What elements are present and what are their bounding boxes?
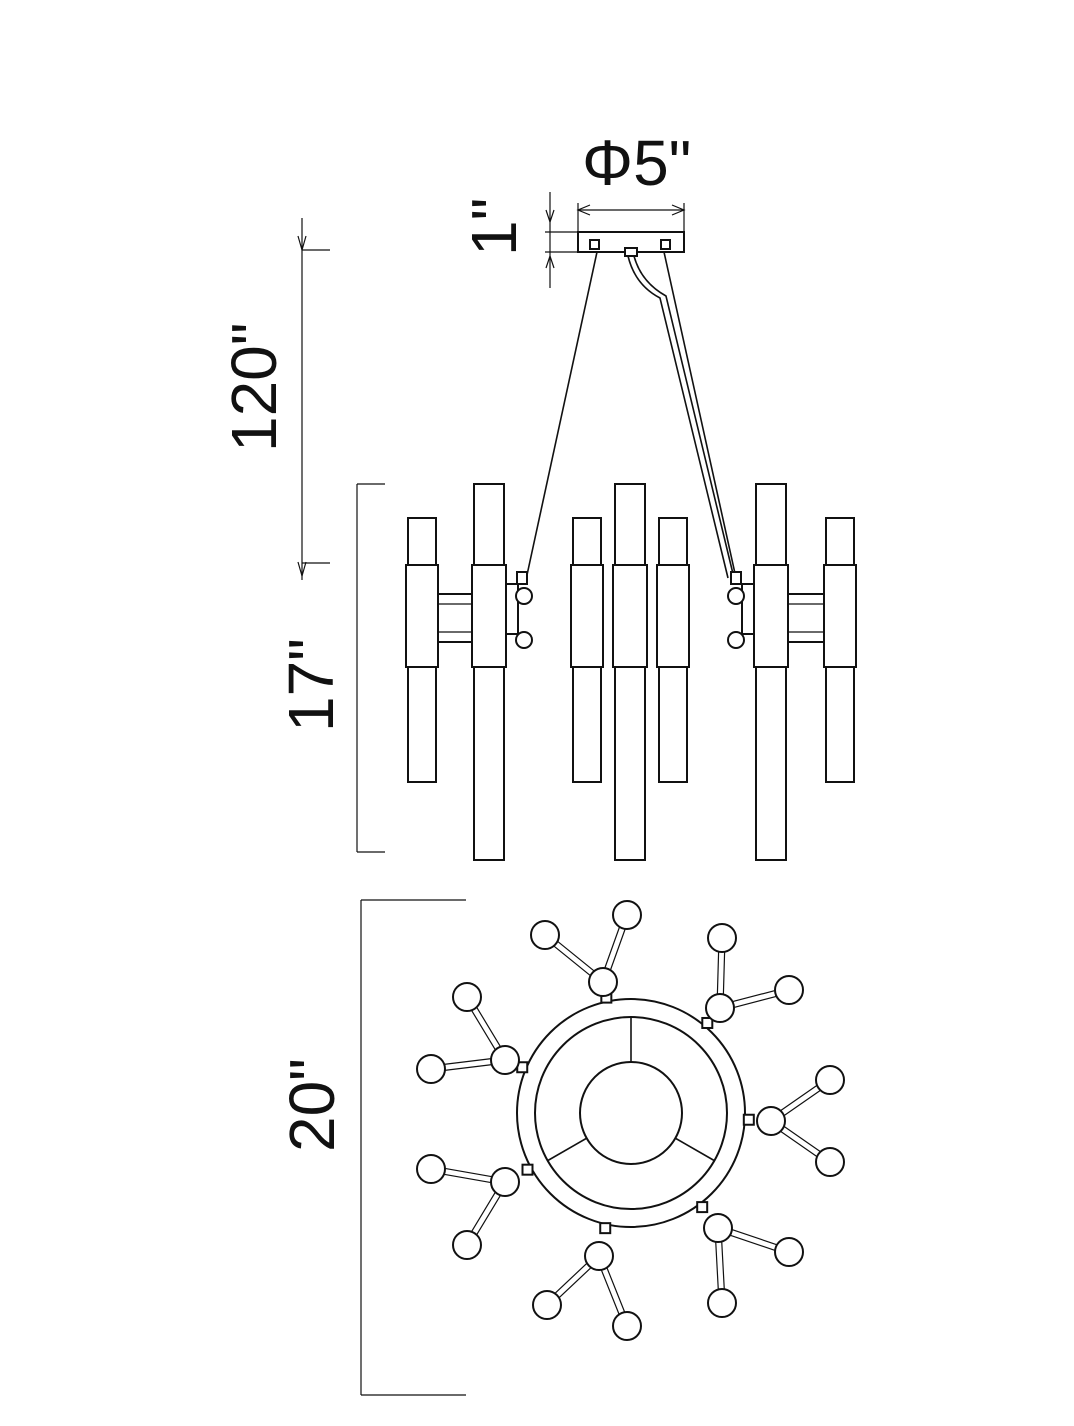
mount-left xyxy=(505,571,533,649)
bulb xyxy=(416,1154,446,1184)
bulb xyxy=(815,1065,845,1095)
bulb xyxy=(532,1290,562,1320)
side-view-rods xyxy=(405,483,857,861)
bulb xyxy=(530,920,560,950)
bulb xyxy=(707,1288,737,1318)
arm-clusters xyxy=(416,900,845,1341)
top-center-hub xyxy=(579,1061,683,1165)
bulb xyxy=(705,993,735,1023)
bulb xyxy=(612,900,642,930)
bulb xyxy=(588,967,618,997)
rod-center xyxy=(612,483,648,861)
rod-center-left xyxy=(570,517,604,783)
bulb xyxy=(452,982,482,1012)
cluster-mount xyxy=(599,1222,612,1235)
body-height-label: 17" xyxy=(275,638,347,732)
top-view xyxy=(416,900,845,1341)
bulb xyxy=(703,1213,733,1243)
bulb xyxy=(584,1241,614,1271)
overall-height-label: 120" xyxy=(218,323,290,453)
cluster-mount xyxy=(701,1016,714,1029)
overall-height-dimension: 120" xyxy=(218,218,330,580)
canopy-diameter-dimension: Φ5" xyxy=(576,127,691,232)
bulb xyxy=(774,1237,804,1267)
width-dimension: 20" xyxy=(276,899,466,1396)
cluster-mount xyxy=(742,1113,755,1126)
bulb xyxy=(490,1045,520,1075)
width-label: 20" xyxy=(276,1058,348,1152)
rod-inner-left xyxy=(471,483,507,861)
canopy-height-label: 1" xyxy=(458,198,530,256)
bulb xyxy=(756,1106,786,1136)
bulb xyxy=(774,975,804,1005)
rod-inner-right xyxy=(753,483,789,861)
mount-right xyxy=(727,571,755,649)
bulb xyxy=(452,1230,482,1260)
canopy-height-dimension: 1" xyxy=(458,192,600,288)
rod-outer-left xyxy=(405,517,439,783)
canopy xyxy=(577,231,685,257)
bulb xyxy=(612,1311,642,1341)
bulb xyxy=(707,923,737,953)
bulb xyxy=(815,1147,845,1177)
cluster-mount xyxy=(521,1163,534,1176)
connector-left xyxy=(437,593,473,643)
rod-center-right xyxy=(656,517,690,783)
connector-right xyxy=(787,593,825,643)
canopy-diameter-label: Φ5" xyxy=(582,127,691,199)
cluster-mount xyxy=(696,1201,709,1214)
rod-outer-right xyxy=(823,517,857,783)
bulb xyxy=(416,1054,446,1084)
body-height-dimension: 17" xyxy=(275,483,385,853)
bulb xyxy=(490,1167,520,1197)
suspension-cables xyxy=(526,251,737,579)
